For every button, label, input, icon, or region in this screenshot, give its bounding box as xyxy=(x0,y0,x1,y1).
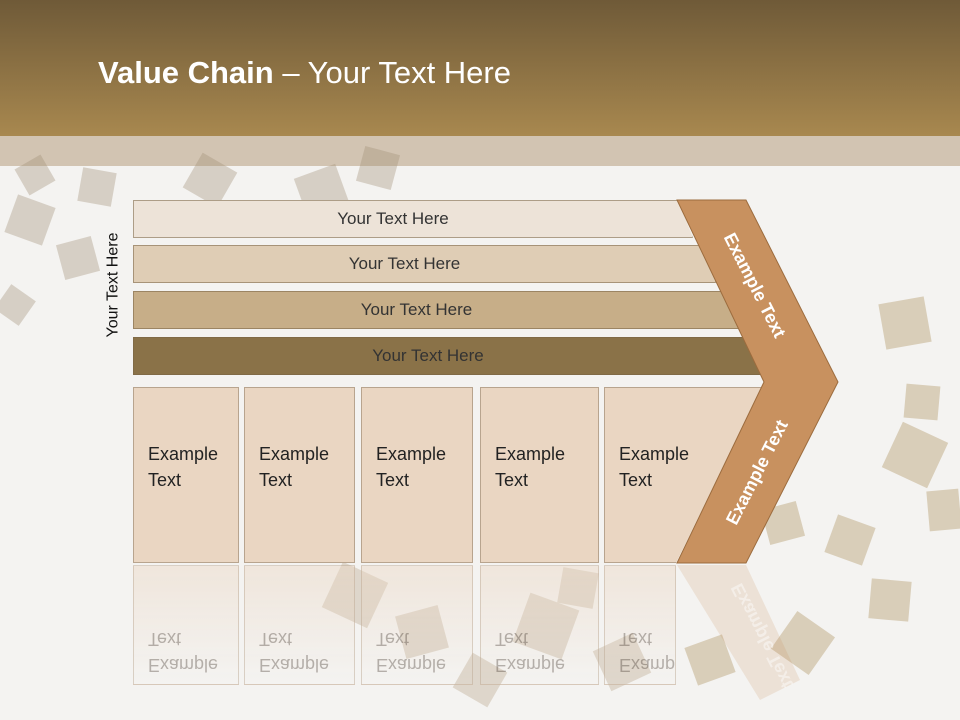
value-bar-1-text: Your Text Here xyxy=(337,209,449,228)
card-4-line2: Text xyxy=(495,470,529,490)
value-bar-4: Your Text Here xyxy=(133,337,763,375)
card-1-line2: Text xyxy=(148,470,182,490)
chevron-reflection xyxy=(677,565,800,700)
card-1-line1: Example xyxy=(148,444,219,464)
chevron-shape xyxy=(676,199,839,564)
header-band xyxy=(0,136,960,166)
card-3-line2: Text xyxy=(376,470,410,490)
value-bar-2: Your Text Here xyxy=(133,245,716,283)
card-3-line1: Example xyxy=(376,444,447,464)
card-2-line2: Text xyxy=(259,470,293,490)
card-4-line1: Example xyxy=(495,444,566,464)
value-bar-2-text: Your Text Here xyxy=(348,254,461,273)
title-rest: – Your Text Here xyxy=(273,55,511,90)
card-5-line2: Text xyxy=(619,470,653,490)
header-bar xyxy=(0,0,960,136)
value-bar-4-text: Your Text Here xyxy=(372,346,484,365)
card-5-line1: Example xyxy=(619,444,690,464)
value-bar-3-text: Your Text Here xyxy=(360,300,473,319)
value-bar-3: Your Text Here xyxy=(133,291,740,329)
value-bar-1: Your Text Here xyxy=(133,200,693,238)
card-2-line1: Example xyxy=(259,444,330,464)
title-bold: Value Chain xyxy=(98,55,274,90)
page-title: Value Chain – Your Text Here xyxy=(98,55,511,91)
